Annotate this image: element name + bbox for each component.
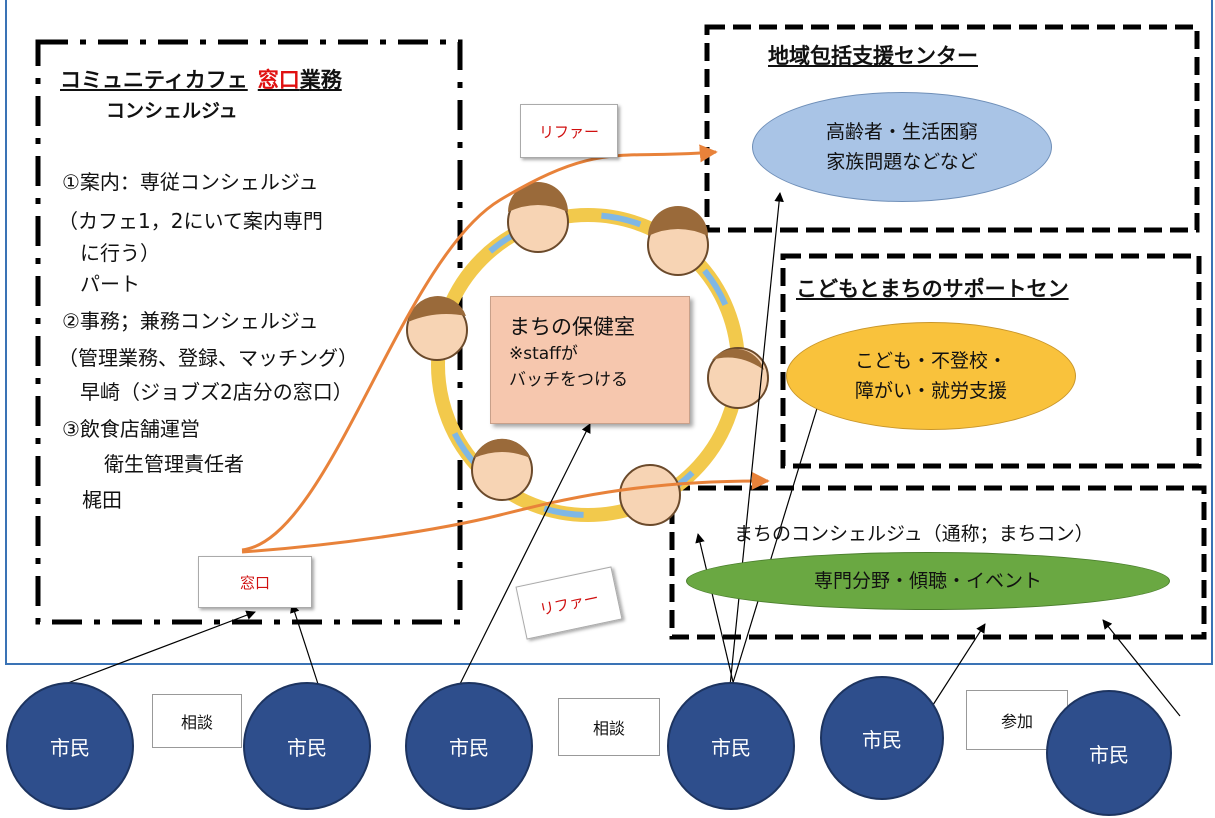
box3-ellipse: 専門分野・傾聴・イベント bbox=[686, 552, 1170, 610]
box2-line1: こども・不登校・ bbox=[854, 350, 1007, 372]
child-face bbox=[619, 464, 681, 526]
info-line-4: パート bbox=[80, 272, 140, 296]
info-line-7: 早崎（ジョブズ2店分の窓口） bbox=[80, 380, 353, 404]
left-panel-title: コミュニティカフェ窓口業務 bbox=[60, 64, 342, 94]
arrow-citizen4-box3 bbox=[695, 533, 735, 687]
window-tag: 窓口 bbox=[198, 556, 312, 608]
box2-border bbox=[780, 253, 1202, 469]
info-line-6: （管理業務、登録、マッチング） bbox=[58, 346, 358, 370]
title-highlight: 窓口 bbox=[257, 68, 300, 92]
arrow-citizen1-window bbox=[59, 610, 256, 687]
box3-line1: 専門分野・傾聴・イベント bbox=[813, 570, 1042, 592]
left-panel-border bbox=[35, 39, 463, 625]
info-line-10: 梶田 bbox=[82, 488, 122, 512]
box3-title: まちのコンシェルジュ（通称；まちコン） bbox=[734, 523, 1094, 545]
orange-arrow-to-center1 bbox=[241, 144, 718, 552]
arrow-citizen4-box1 bbox=[729, 192, 784, 687]
info-line-1: ①案内：専従コンシェルジュ bbox=[62, 170, 319, 194]
left-panel-subtitle: コンシェルジュ bbox=[106, 100, 238, 122]
box2-ellipse: こども・不登校・ 障がい・就労支援 bbox=[786, 322, 1076, 430]
refer-tag-top: リファー bbox=[520, 104, 618, 158]
box2-title: こどもとまちのサポートセン bbox=[796, 277, 1069, 301]
health-room-line3: バッチをつける bbox=[509, 370, 628, 390]
title-prefix: コミュニティカフェ bbox=[60, 68, 248, 92]
info-line-2: （カフェ1，2にいて案内専門 bbox=[58, 209, 323, 233]
box1-ellipse: 高齢者・生活困窮 家族問題などなど bbox=[752, 92, 1052, 202]
box1-title: 地域包括支援センター bbox=[768, 44, 978, 68]
citizen-circle-1: 市民 bbox=[6, 682, 134, 810]
info-line-5: ②事務；兼務コンシェルジュ bbox=[62, 309, 319, 333]
info-line-8: ③飲食店舗運営 bbox=[62, 417, 200, 441]
citizen-circle-5: 市民 bbox=[820, 676, 944, 800]
health-room-line2: ※staffが bbox=[509, 344, 578, 364]
citizen-circle-6: 市民 bbox=[1046, 690, 1172, 816]
info-line-3: に行う） bbox=[80, 241, 160, 265]
arrow-citizen6-box3 bbox=[1102, 619, 1181, 717]
health-room-box: まちの保健室 ※staffが バッチをつける bbox=[490, 296, 690, 424]
arrow-citizen3-health bbox=[459, 423, 591, 685]
box3-border bbox=[669, 485, 1207, 640]
citizen-circle-3: 市民 bbox=[405, 682, 533, 810]
box1-line2: 家族問題などなど bbox=[826, 151, 978, 173]
health-room-title: まちの保健室 bbox=[509, 315, 635, 339]
consult-tag-1: 相談 bbox=[152, 694, 242, 748]
arrow-citizen4-box2 bbox=[731, 391, 825, 687]
consult-tag-2: 相談 bbox=[558, 698, 660, 756]
title-suffix: 業務 bbox=[299, 68, 342, 92]
arrow-citizen2-window bbox=[290, 603, 319, 685]
box1-border bbox=[704, 24, 1200, 233]
citizen-circle-4: 市民 bbox=[667, 682, 795, 810]
citizen-circle-2: 市民 bbox=[243, 682, 371, 810]
children-circle-illustration bbox=[406, 182, 769, 526]
box1-line1: 高齢者・生活困窮 bbox=[825, 121, 978, 143]
info-line-9: 衛生管理責任者 bbox=[104, 452, 244, 476]
outer-frame bbox=[5, 0, 1213, 665]
orange-arrow-to-center3 bbox=[241, 471, 770, 554]
box2-line2: 障がい・就労支援 bbox=[854, 380, 1007, 402]
